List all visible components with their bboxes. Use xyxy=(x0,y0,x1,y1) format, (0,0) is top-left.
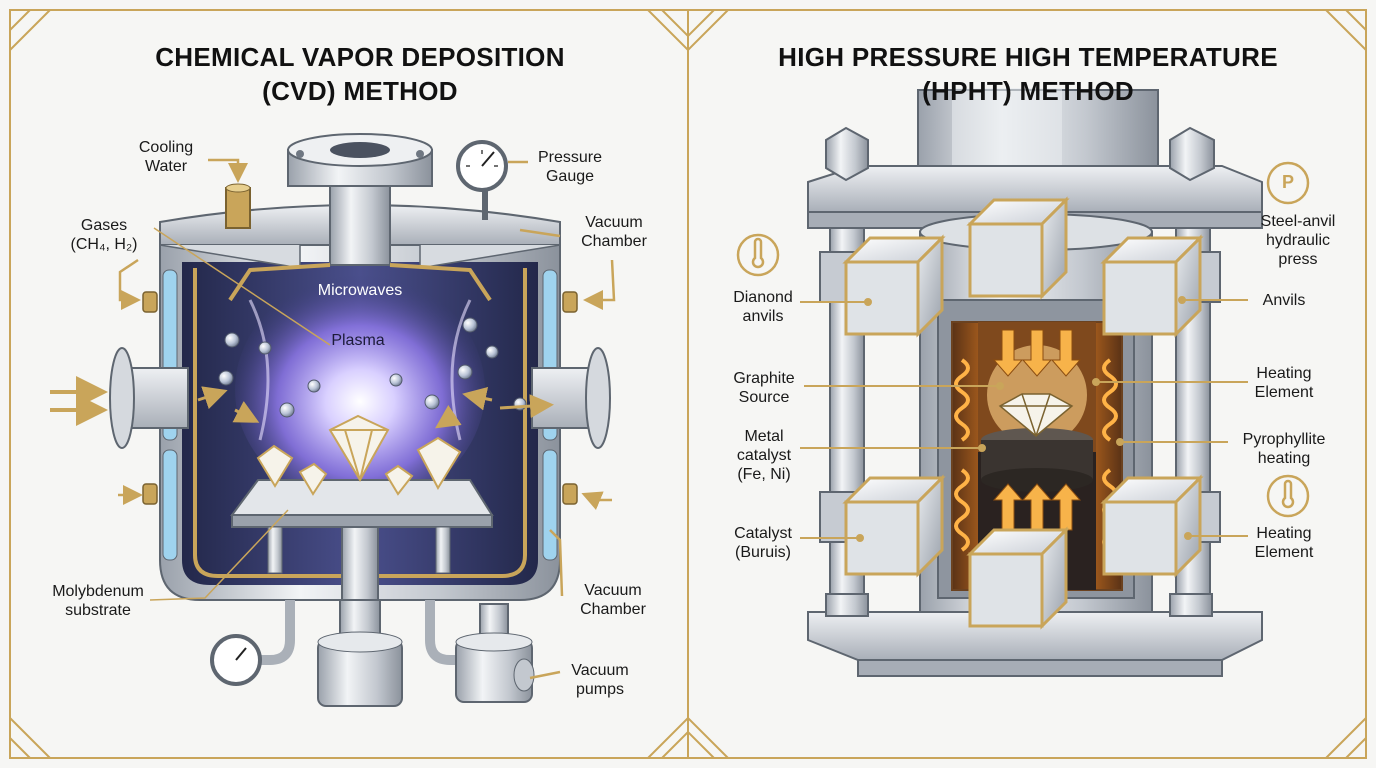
label-line: anvils xyxy=(742,308,784,325)
label-line: Gases xyxy=(80,217,128,234)
label-vacuum-pumps: Vacuum pumps xyxy=(571,661,629,699)
label-line: Element xyxy=(1254,384,1314,401)
label-line: press xyxy=(1278,251,1318,268)
label-vacuum-chamber-top: Vacuum Chamber xyxy=(581,213,647,251)
label-line: Catalyst xyxy=(734,525,792,542)
label-line: Heating xyxy=(1256,525,1312,542)
cvd-title-line2: (CVD) METHOD xyxy=(262,76,458,106)
hpht-title-line2: (HPHT) METHOD xyxy=(922,76,1134,106)
gold-frame xyxy=(9,9,1367,759)
label-pyrophyllite-heating: Pyrophyllite heating xyxy=(1243,430,1326,468)
label-line: Source xyxy=(738,389,790,406)
cvd-reactor xyxy=(50,133,616,707)
label-steel-anvil-press: Steel-anvil hydraulic press xyxy=(1261,212,1336,269)
label-gases: Gases (CH₄, H₂) xyxy=(71,216,138,254)
label-line: Vacuum xyxy=(571,662,629,679)
label-line: Steel-anvil xyxy=(1260,213,1336,230)
temperature-icon xyxy=(1266,474,1310,518)
label-line: Gauge xyxy=(545,168,595,185)
label-line: Metal xyxy=(744,428,784,445)
label-line: Chamber xyxy=(581,233,647,250)
hpht-press xyxy=(736,88,1310,677)
label-line: Chamber xyxy=(580,601,646,618)
label-plasma: Plasma xyxy=(331,332,385,349)
label-line: Element xyxy=(1254,544,1314,561)
label-line: Vacuum xyxy=(584,582,642,599)
label-graphite-source: Graphite Source xyxy=(733,369,794,407)
label-catalyst-buruis: Catalyst (Buruis) xyxy=(734,524,792,562)
label-line: (Buruis) xyxy=(734,544,792,561)
label-line: Molybdenum xyxy=(52,583,144,600)
label-line: heating xyxy=(1257,450,1311,467)
label-line: pumps xyxy=(575,681,625,698)
label-cooling-water: Cooling Water xyxy=(139,138,193,176)
label-heating-element-top: Heating Element xyxy=(1255,364,1314,402)
cvd-title-line1: CHEMICAL VAPOR DEPOSITION xyxy=(155,42,565,72)
label-line: (CH₄, H₂) xyxy=(70,236,138,253)
label-molybdenum-substrate: Molybdenum substrate xyxy=(52,582,144,620)
diamond-crystal xyxy=(998,393,1074,437)
label-line: Pressure xyxy=(537,149,603,166)
label-vacuum-chamber-bottom: Vacuum Chamber xyxy=(580,581,646,619)
diamond-crystals xyxy=(256,414,462,496)
hpht-title: HIGH PRESSURE HIGH TEMPERATURE (HPHT) ME… xyxy=(728,40,1328,108)
label-metal-catalyst: Metal catalyst (Fe, Ni) xyxy=(737,427,791,484)
label-line: Heating xyxy=(1256,365,1312,382)
label-line: catalyst xyxy=(736,447,792,464)
label-line: substrate xyxy=(65,602,131,619)
label-line: (Fe, Ni) xyxy=(737,466,791,483)
pressure-icon xyxy=(1266,161,1310,205)
molybdenum-substrate xyxy=(230,479,494,516)
label-heating-element-bottom: Heating Element xyxy=(1255,524,1314,562)
label-line: Dianond xyxy=(733,289,793,306)
anvil-cubes xyxy=(842,196,1204,630)
hpht-title-line1: HIGH PRESSURE HIGH TEMPERATURE xyxy=(778,42,1278,72)
label-line: hydraulic xyxy=(1265,232,1331,249)
label-line: Vacuum xyxy=(585,214,643,231)
label-line: Cooling xyxy=(138,139,194,156)
label-anvils: Anvils xyxy=(1262,292,1306,309)
label-line: Pyrophyllite xyxy=(1242,431,1326,448)
label-line: Water xyxy=(144,158,188,175)
cvd-title: CHEMICAL VAPOR DEPOSITION (CVD) METHOD xyxy=(60,40,660,108)
label-diamond-anvils: Dianond anvils xyxy=(733,288,793,326)
label-pressure-gauge: Pressure Gauge xyxy=(538,148,602,186)
label-line: Graphite xyxy=(733,370,795,387)
label-microwaves: Microwaves xyxy=(317,282,403,299)
pressure-symbol: P xyxy=(1281,172,1295,192)
thermometer-icon xyxy=(736,233,780,277)
